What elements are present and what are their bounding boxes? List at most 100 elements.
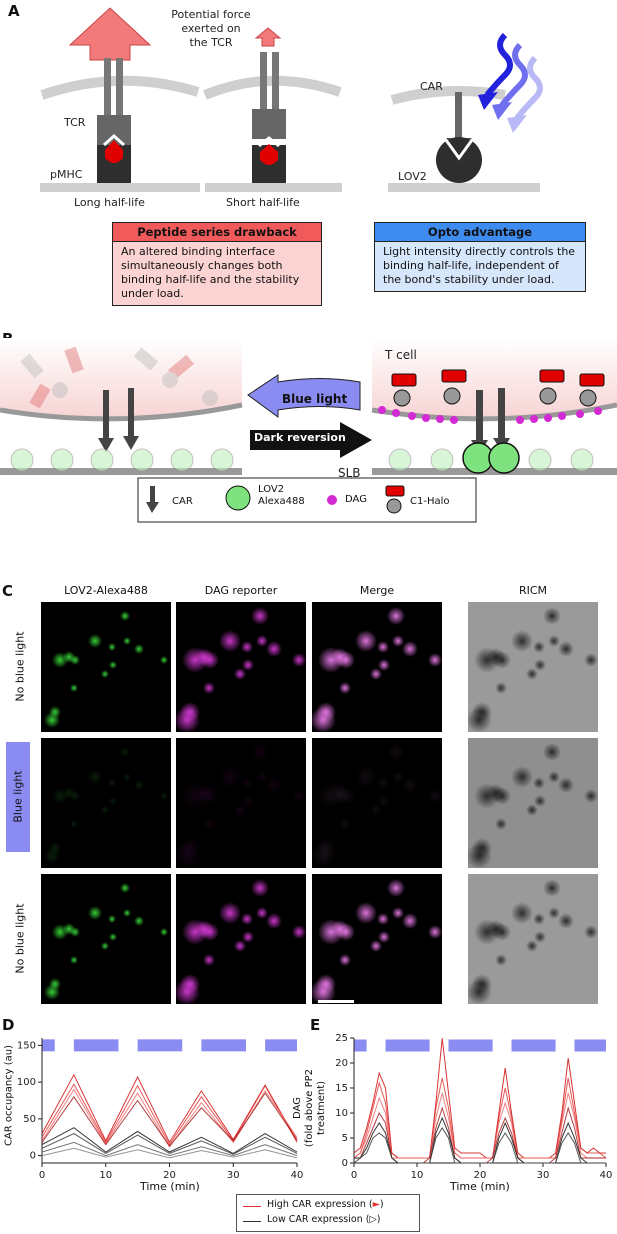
panel-letter-a: A <box>8 2 20 20</box>
legend-dag: DAG <box>345 494 367 505</box>
lov2-label: LOV2 <box>398 170 427 183</box>
legend-high: High CAR expression ( <box>267 1199 373 1210</box>
slb-left <box>40 183 200 192</box>
series-line-0 <box>353 1037 606 1159</box>
drawback-text: An altered binding interface simultaneou… <box>121 245 300 300</box>
legend-car: CAR <box>172 496 193 507</box>
y-tick-label: 0 <box>30 1151 36 1162</box>
y-tick-label: 100 <box>17 1077 36 1088</box>
chart-d-xlabel: Time (min) <box>140 1180 200 1193</box>
panel-letter-c: C <box>2 582 14 600</box>
y-tick-label: 5 <box>342 1133 348 1144</box>
drawback-title: Peptide series drawback <box>113 223 321 242</box>
col-head-lov2: LOV2-Alexa488 <box>64 584 148 597</box>
short-half-life-label: Short half-life <box>226 196 300 209</box>
micrograph-r3-c2 <box>176 874 306 1004</box>
light-period-bar-0 <box>42 1039 55 1052</box>
chart-e-ylabel: DAG(fold above PP2 treatment) <box>292 1068 327 1148</box>
x-tick-label: 40 <box>291 1170 304 1180</box>
light-period-bar-3 <box>511 1039 556 1052</box>
x-tick-label: 10 <box>99 1170 112 1180</box>
light-period-bar-3 <box>201 1039 246 1052</box>
series-line-2 <box>353 1092 606 1159</box>
advantage-title: Opto advantage <box>375 223 585 242</box>
row-label-2-bg <box>6 742 30 852</box>
light-period-bar-0 <box>354 1039 367 1052</box>
dark-reversion-label: Dark reversion <box>254 431 346 444</box>
slb-label: SLB <box>338 466 361 480</box>
series-line-2 <box>41 1088 298 1148</box>
y-tick-label: 20 <box>335 1058 348 1069</box>
slb-middle <box>205 183 342 192</box>
micrograph-r1-c1 <box>41 602 171 732</box>
series-legend: High CAR expression (►) Low CAR expressi… <box>236 1194 420 1232</box>
panel-letter-e: E <box>310 1016 321 1034</box>
x-tick-label: 0 <box>351 1170 357 1180</box>
col-head-ricm: RICM <box>518 584 548 597</box>
series-line-5 <box>353 1127 606 1164</box>
large-force-arrow <box>68 7 152 61</box>
series-line-1 <box>353 1077 607 1159</box>
tcr-short <box>252 109 286 139</box>
series-line-3 <box>41 1092 298 1147</box>
light-period-bar-2 <box>448 1039 493 1052</box>
y-tick-label: 15 <box>335 1083 348 1094</box>
micrograph-r3-c1 <box>41 874 171 1004</box>
car-stalk <box>455 92 462 140</box>
series-line-4 <box>41 1127 298 1154</box>
drawback-box: Peptide series drawback An altered bindi… <box>112 222 322 306</box>
lov2-bound-2 <box>488 442 520 474</box>
blue-light-arrow <box>247 374 361 418</box>
light-wave-2 <box>499 42 528 107</box>
light-wave-1 <box>484 32 513 97</box>
force-label: Potential force exerted on the TCR <box>171 8 251 49</box>
cell-membrane-middle <box>203 75 342 100</box>
slb-right <box>388 183 540 192</box>
legend-low: Low CAR expression ( <box>267 1214 370 1225</box>
legend-lov2: LOV2 Alexa488 <box>258 484 305 507</box>
y-tick-label: 50 <box>23 1114 36 1125</box>
panel-b-legend <box>137 477 477 523</box>
panel-b-diagram <box>0 338 617 523</box>
micrograph-r1-c3 <box>312 602 442 732</box>
panel-letter-d: D <box>2 1016 15 1034</box>
chart-d-ylabel: CAR occupancy (au) <box>3 1044 15 1147</box>
light-wave-3 <box>514 55 543 120</box>
x-tick-label: 0 <box>39 1170 45 1180</box>
micrograph-r2-c1 <box>41 738 171 868</box>
scale-bar-label: 20 µm <box>318 1005 354 1016</box>
light-period-bar-1 <box>73 1039 119 1052</box>
micrograph-r2-c2 <box>176 738 306 868</box>
blue-light-label: Blue light <box>282 392 348 406</box>
car-right-1 <box>476 390 483 442</box>
car-label: CAR <box>420 80 443 93</box>
micrograph-r2-c3 <box>312 738 442 868</box>
advantage-text: Light intensity directly controls the bi… <box>383 245 576 286</box>
car-right-2 <box>498 388 505 440</box>
tcell-left <box>0 338 242 419</box>
series-line-1 <box>41 1083 298 1146</box>
light-period-bar-2 <box>137 1039 183 1052</box>
micrograph-r2-c4 <box>468 738 598 868</box>
panel-a-diagram <box>40 7 543 192</box>
advantage-box: Opto advantage Light intensity directly … <box>374 222 586 292</box>
light-period-bar-4 <box>265 1039 297 1052</box>
legend-c1-halo: C1-Halo <box>410 496 450 507</box>
x-tick-label: 30 <box>227 1170 240 1180</box>
micrograph-r1-c4 <box>468 602 598 732</box>
dark-reversion-arrow <box>250 422 372 458</box>
series-line-7 <box>41 1147 298 1159</box>
pmhc-label: pMHC <box>50 168 83 181</box>
micrograph-r1-c2 <box>176 602 306 732</box>
y-tick-label: 150 <box>17 1040 36 1051</box>
y-tick-label: 25 <box>335 1033 348 1044</box>
series-line-6 <box>41 1141 298 1157</box>
slb-left-b <box>0 468 242 475</box>
x-tick-label: 40 <box>600 1170 613 1180</box>
long-half-life-label: Long half-life <box>74 196 145 209</box>
small-force-arrow <box>254 27 282 47</box>
series-line-4 <box>354 1116 606 1164</box>
y-tick-label: 10 <box>335 1108 348 1119</box>
